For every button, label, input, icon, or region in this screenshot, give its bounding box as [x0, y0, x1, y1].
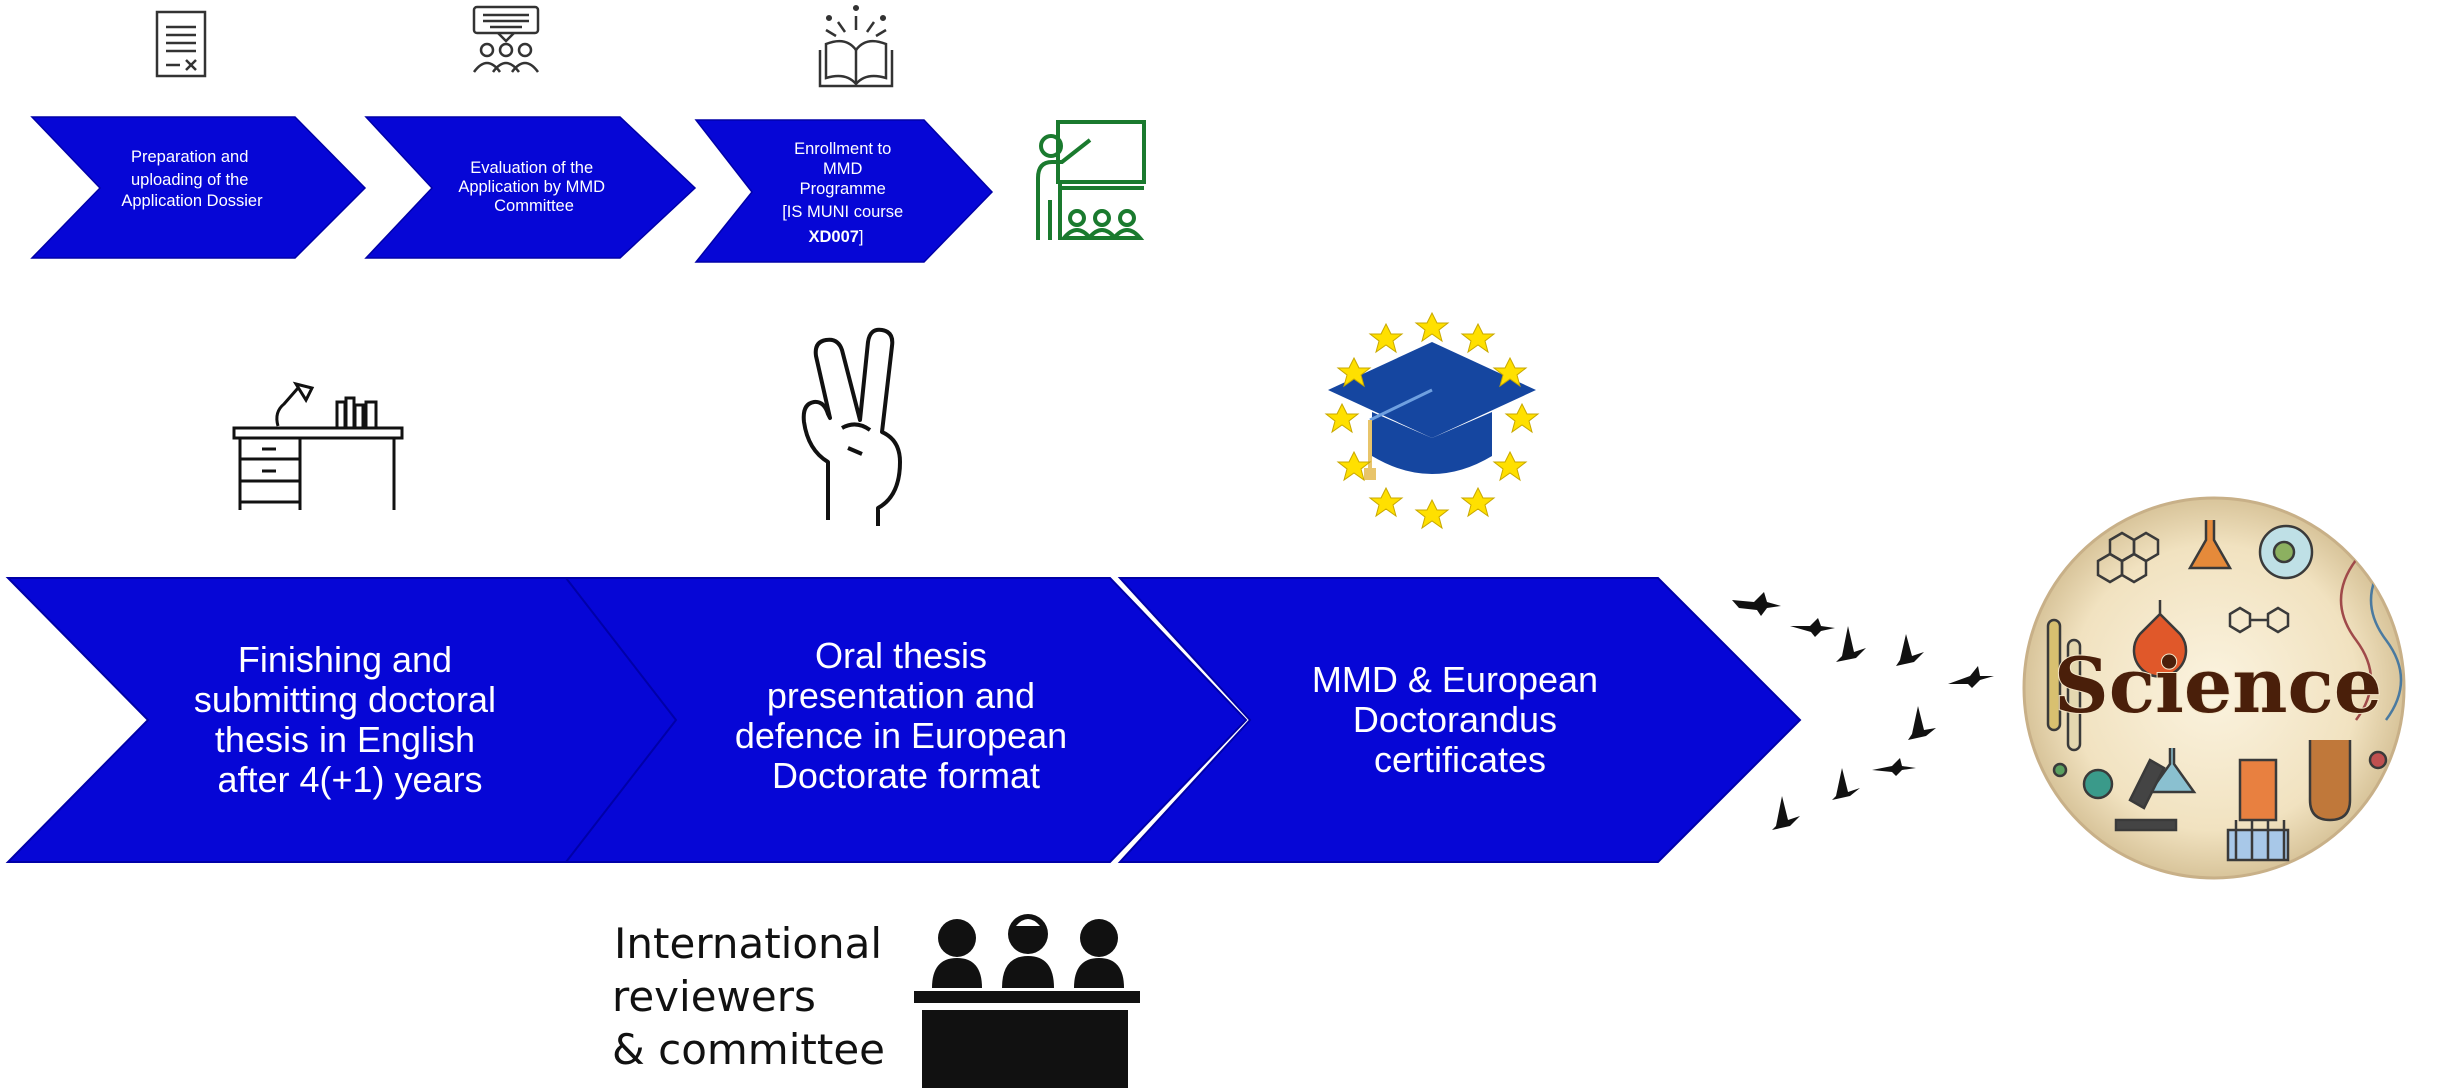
step1-text: Preparation and uploading of the Applica… — [121, 148, 263, 210]
committee-text: International reviewers & committee — [612, 919, 895, 1074]
step-chevron-5 — [563, 577, 1248, 863]
step-chevron-6 — [1117, 577, 1802, 863]
step4-text: Finishing and submitting doctoral thesis… — [194, 639, 506, 800]
step-chevron-1 — [30, 116, 367, 259]
teacher-icon — [1036, 120, 1146, 240]
presentation-icon — [472, 5, 540, 73]
step5-text: Oral thesis presentation and defence in … — [735, 635, 1077, 796]
step-chevron-3 — [694, 119, 994, 263]
committee-icon — [914, 914, 1140, 1088]
desk-icon — [232, 381, 404, 510]
step-chevron-2 — [364, 116, 697, 259]
step2-text: Evaluation of the Application by MMD Com… — [458, 159, 609, 215]
open-book-icon — [818, 4, 894, 88]
step6-text: MMD & European Doctorandus certificates — [1312, 659, 1608, 780]
document-icon — [155, 10, 207, 78]
birds-icon — [1732, 592, 1994, 830]
science-badge-icon: Science — [2018, 492, 2410, 884]
graduation-cap-icon — [1324, 311, 1540, 530]
svg-text:Science: Science — [2054, 641, 2382, 730]
step3-text: Enrollment to MMD Programme [IS MUNI cou… — [782, 140, 908, 246]
victory-hand-icon — [801, 327, 902, 526]
